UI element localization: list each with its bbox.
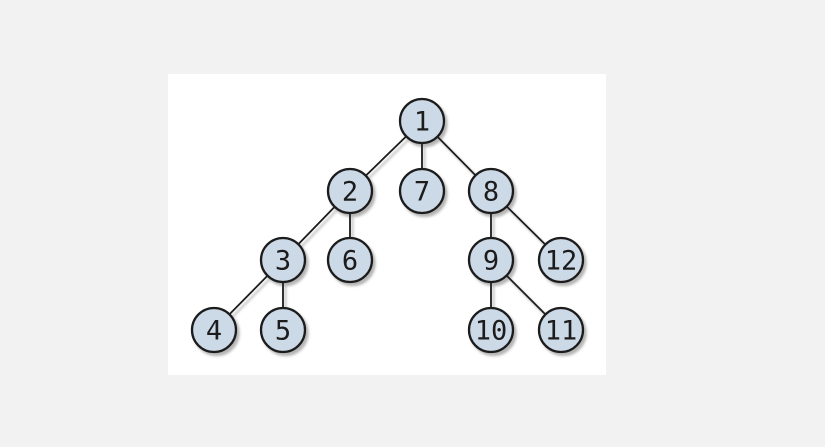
- tree-node-7: 7: [398, 167, 446, 215]
- tree-node-8: 8: [467, 167, 515, 215]
- tree-node-circle-5: [259, 306, 307, 354]
- tree-node-circle-8: [467, 167, 515, 215]
- tree-node-3: 3: [259, 236, 307, 284]
- tree-node-6: 6: [326, 236, 374, 284]
- tree-node-circle-12: [537, 236, 585, 284]
- tree-node-5: 5: [259, 306, 307, 354]
- tree-node-4: 4: [190, 306, 238, 354]
- tree-node-circle-6: [326, 236, 374, 284]
- tree-node-10: 10: [467, 306, 515, 354]
- tree-node-9: 9: [467, 236, 515, 284]
- tree-node-circle-7: [398, 167, 446, 215]
- tree-node-circle-4: [190, 306, 238, 354]
- tree-node-11: 11: [537, 306, 585, 354]
- tree-node-2: 2: [326, 167, 374, 215]
- tree-node-circle-3: [259, 236, 307, 284]
- tree-node-1: 1: [398, 97, 446, 145]
- tree-node-12: 12: [537, 236, 585, 284]
- tree-node-circle-11: [537, 306, 585, 354]
- tree-node-circle-10: [467, 306, 515, 354]
- tree-node-circle-2: [326, 167, 374, 215]
- tree-node-circle-1: [398, 97, 446, 145]
- tree-node-circle-9: [467, 236, 515, 284]
